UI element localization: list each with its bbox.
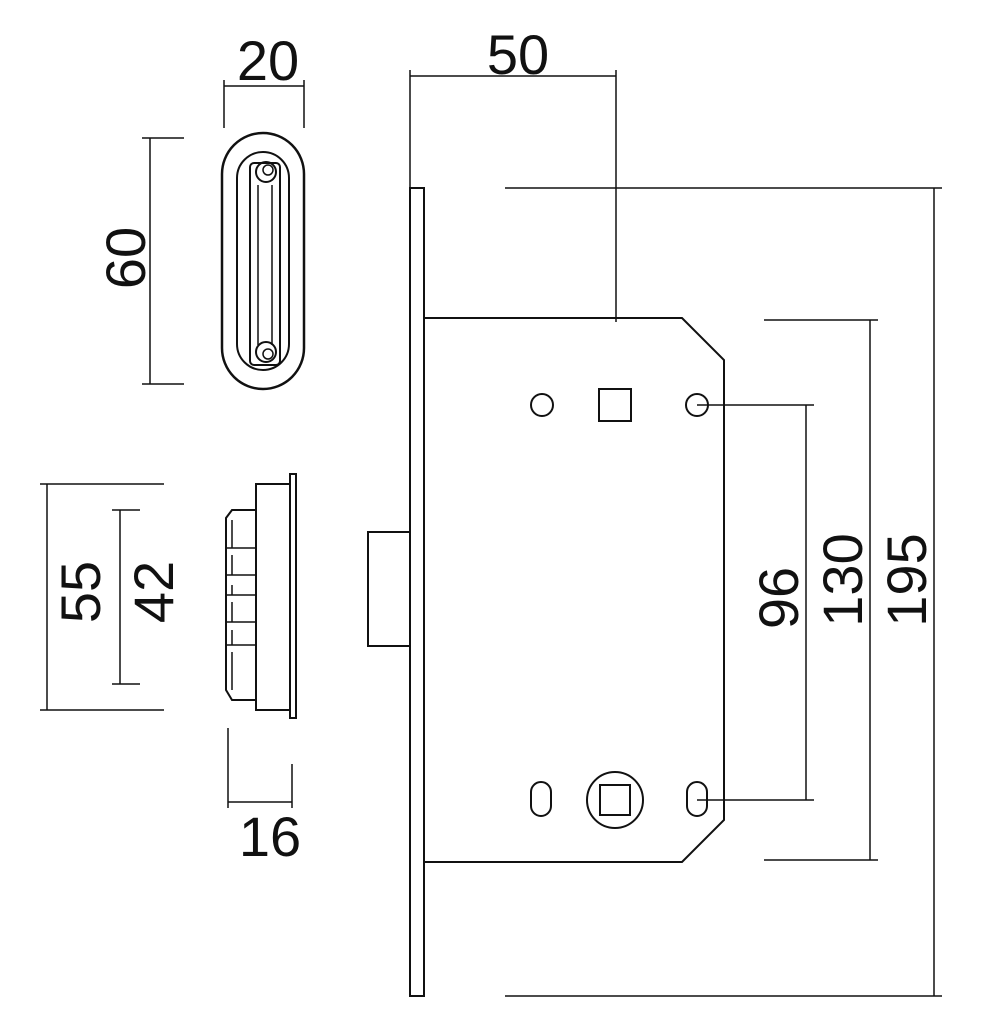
dimension-backset: 50 xyxy=(409,23,617,322)
dimension-label-hole-spacing: 96 xyxy=(747,567,810,629)
dimension-label-strike-width: 20 xyxy=(237,29,299,92)
lock-case xyxy=(423,317,725,863)
dimension-faceplate-height: 195 xyxy=(505,187,942,997)
dimension-case-height: 130 xyxy=(764,319,878,861)
strike-plate-top-screw-head xyxy=(262,164,274,176)
dimension-latch-face-height: 55 xyxy=(40,483,164,711)
strike-plate xyxy=(220,131,306,391)
dimension-label-faceplate-height: 195 xyxy=(875,533,938,626)
lock-slot-hole-lower-right xyxy=(686,781,708,817)
dimension-label-latch-face-height: 55 xyxy=(49,561,112,623)
strike-plate-inner xyxy=(236,151,290,371)
strike-plate-bottom-screw xyxy=(255,341,277,363)
strike-plate-outer xyxy=(220,131,306,391)
lock-mounting-hole-upper-left xyxy=(530,393,554,417)
dimension-label-case-height: 130 xyxy=(811,533,874,626)
strike-plate-opening xyxy=(249,162,281,366)
latch-bolt-steps xyxy=(226,520,256,690)
lock-spindle-square xyxy=(599,784,631,816)
dimension-strike-width: 20 xyxy=(223,29,305,128)
strike-plate-bottom-screw-head xyxy=(262,348,274,360)
lock-face-plate xyxy=(409,187,425,997)
lock-front-view xyxy=(367,187,725,997)
lock-square-hole-upper xyxy=(598,388,632,422)
dimension-latch-depth: 16 xyxy=(227,728,301,868)
latch-side-view xyxy=(225,473,297,719)
lock-spindle-hub xyxy=(586,771,644,829)
dimension-label-backset: 50 xyxy=(487,23,549,86)
dimension-strike-height: 60 xyxy=(94,137,184,385)
dimension-label-latch-inner-height: 42 xyxy=(122,561,185,623)
latch-bolt-profile xyxy=(225,509,256,701)
dimension-latch-inner-height: 42 xyxy=(112,509,185,685)
dimension-label-strike-height: 60 xyxy=(94,227,157,289)
latch-body xyxy=(255,483,291,711)
lock-latch-bolt xyxy=(367,531,411,647)
lock-slot-hole-lower-left xyxy=(530,781,552,817)
dimension-hole-spacing: 96 xyxy=(697,404,814,801)
dimension-label-latch-depth: 16 xyxy=(239,805,301,868)
strike-plate-top-screw xyxy=(255,161,277,183)
